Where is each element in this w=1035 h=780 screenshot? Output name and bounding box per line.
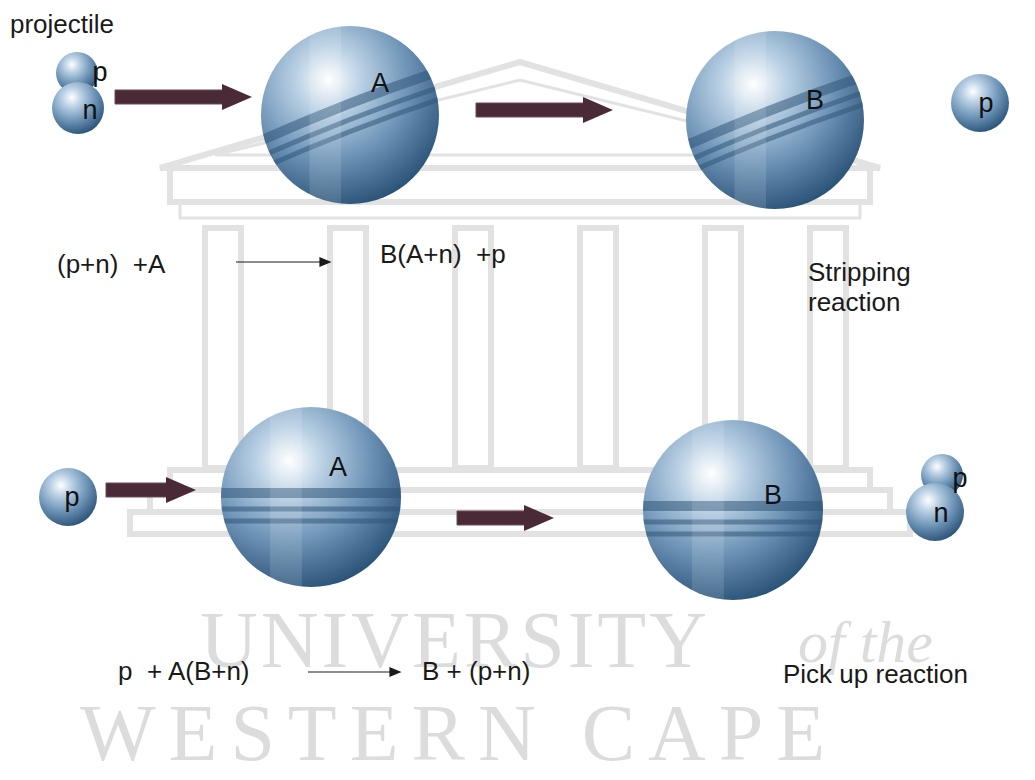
particle-sphere: A [220, 406, 402, 588]
projectile-label: projectile [10, 10, 114, 40]
sphere-column-shade [692, 419, 724, 601]
arrow-shaft [106, 483, 168, 497]
reaction-equation: B + (p+n) [422, 657, 530, 687]
arrow-shaft [115, 90, 224, 104]
particle-label: p [92, 59, 107, 86]
particle-label: B [764, 482, 782, 509]
reaction-arrow [115, 84, 252, 110]
sphere-bands [642, 419, 824, 601]
sphere-shape [642, 419, 824, 601]
arrow-shaft [457, 511, 526, 525]
sphere-column-shade [735, 30, 767, 210]
sphere-band [260, 87, 440, 157]
sphere-column-shade [310, 25, 342, 205]
sphere-body [643, 420, 823, 600]
sphere-shape [685, 30, 865, 210]
arrow-head [222, 84, 252, 110]
sphere-band [685, 104, 865, 174]
watermark-text: WESTERN CAPE [80, 693, 838, 773]
sphere-band [642, 501, 824, 511]
sphere-column-shade [270, 406, 302, 588]
particle-label: A [371, 70, 389, 97]
particle-sphere: p [38, 467, 98, 527]
reaction-arrow [476, 97, 613, 123]
particle-sphere: A [260, 25, 440, 205]
particle-label: n [933, 500, 948, 527]
particle-sphere: p [950, 73, 1010, 133]
arrow-head [583, 97, 613, 123]
reaction-equation: (p+n) +A [57, 250, 165, 280]
sphere-band [220, 488, 402, 498]
sphere-band [220, 519, 402, 524]
particle-label: n [82, 97, 97, 124]
sphere-body [906, 483, 964, 541]
reaction-arrow [457, 505, 554, 531]
sphere-body [261, 26, 439, 204]
sphere-bands [220, 406, 402, 588]
reaction-name: Pick up reaction [783, 660, 968, 690]
sphere-body [221, 407, 401, 587]
particle-label: p [952, 465, 967, 492]
sphere-band [642, 520, 824, 525]
sphere-band [220, 507, 402, 512]
particle-label: p [64, 484, 79, 511]
sphere-body [686, 31, 864, 209]
arrow-head [524, 505, 554, 531]
sphere-body [39, 468, 97, 526]
reaction-name: Stripping reaction [808, 258, 958, 318]
reaction-arrow [106, 477, 196, 503]
sphere-shape [260, 25, 440, 205]
arrow-shaft [476, 103, 585, 117]
sphere-bands [685, 30, 865, 210]
particle-label: p [978, 90, 993, 117]
particle-sphere: B [642, 419, 824, 601]
reaction-equation: p + A(B+n) [118, 657, 250, 687]
particle-label: B [806, 87, 824, 114]
sphere-shape [220, 406, 402, 588]
reaction-equation: B(A+n) +p [380, 240, 506, 270]
sphere-band [685, 92, 865, 162]
sphere-body [52, 82, 104, 134]
particle-sphere: B [685, 30, 865, 210]
particle-label: A [329, 454, 347, 481]
particle-sphere: n [51, 81, 105, 135]
arrow-head [166, 477, 196, 503]
sphere-bands [260, 25, 440, 205]
sphere-band [260, 99, 440, 169]
sphere-band [642, 532, 824, 537]
sphere-body [951, 74, 1009, 132]
